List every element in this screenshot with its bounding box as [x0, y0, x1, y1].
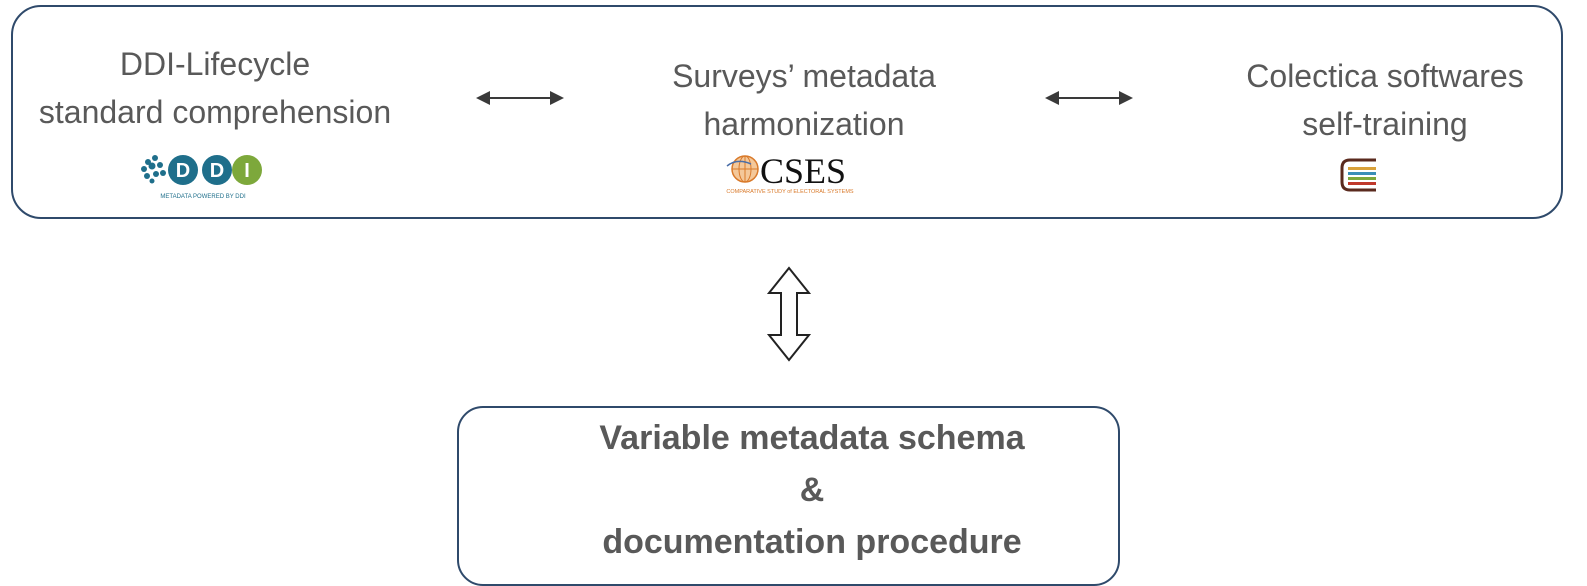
- svg-text:METADATA POWERED BY DDI: METADATA POWERED BY DDI: [160, 194, 246, 200]
- harmonization-line1: Surveys’ metadata: [672, 58, 936, 94]
- cses-logo-text: CSES: [760, 151, 846, 191]
- harmonization-line2: harmonization: [703, 106, 905, 142]
- svg-text:D: D: [210, 160, 224, 182]
- svg-text:COMPARATIVE STUDY of ELECTORAL: COMPARATIVE STUDY of ELECTORAL SYSTEMS: [726, 189, 853, 195]
- colectica-logo: [1340, 158, 1376, 192]
- bidirectional-arrow-2: [1045, 91, 1133, 105]
- colectica-line2: self-training: [1302, 106, 1468, 142]
- vertical-double-arrow: [766, 266, 812, 362]
- cses-logo: CSES COMPARATIVE STUDY of ELECTORAL SYST…: [726, 151, 853, 195]
- harmonization-label: Surveys’ metadata harmonization: [614, 52, 994, 148]
- outcome-label: Variable metadata schema & documentation…: [457, 412, 1167, 568]
- colectica-line1: Colectica softwares: [1246, 58, 1524, 94]
- outcome-line1: Variable metadata schema: [599, 419, 1025, 457]
- svg-text:I: I: [244, 160, 250, 182]
- ddi-lifecycle-label: DDI-Lifecycle standard comprehension: [25, 40, 405, 136]
- ddi-line1: DDI-Lifecycle: [119, 46, 311, 82]
- outcome-line3: documentation procedure: [602, 523, 1022, 561]
- ddi-logo: D D I METADATA POWERED BY DDI: [141, 155, 262, 200]
- ddi-line2: standard comprehension: [38, 94, 392, 130]
- colectica-label: Colectica softwares self-training: [1205, 52, 1565, 148]
- bidirectional-arrow-1: [476, 91, 564, 105]
- top-panel: [11, 5, 1563, 219]
- ddi-logo-text: D: [176, 160, 190, 182]
- outcome-line2: &: [799, 471, 825, 509]
